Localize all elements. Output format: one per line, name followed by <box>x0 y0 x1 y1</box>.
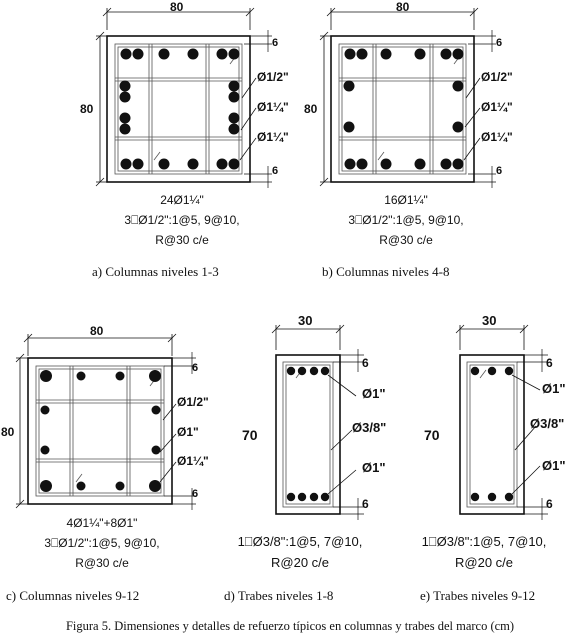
section-a-spec-line-1: 24Ø1¼" <box>160 193 204 207</box>
section-a-dim-top: 80 <box>170 0 184 14</box>
section-a-spec-line-3: R@30 c/e <box>155 233 209 247</box>
section-e-callout-stirrup: Ø3/8" <box>530 416 564 431</box>
section-d-trabes-1-8: 30 70 6 6 Ø1" Ø3/8" Ø1" 1⎕Ø3/8":1@5, 7@1… <box>224 313 386 603</box>
section-a-dim-cover-bottom: 6 <box>272 165 278 177</box>
section-a-callout-stirrup: Ø1/2" <box>257 70 289 84</box>
section-e-dim-cover-top: 6 <box>546 356 553 370</box>
section-d-rebar-group <box>286 366 330 502</box>
section-e-dim-cover-bottom: 6 <box>546 497 553 511</box>
section-c-rebar-group <box>40 370 161 492</box>
section-e-spec-line-2: R@20 c/e <box>455 555 513 570</box>
section-b-caption: b) Columnas niveles 4-8 <box>322 264 449 279</box>
section-b-dim-top: 80 <box>396 0 410 14</box>
section-b-callout-side-bar: Ø1¼" <box>481 100 513 114</box>
section-b-rebar-group <box>343 48 464 170</box>
section-b-dim-cover-bottom: 6 <box>496 165 502 177</box>
section-e-dim-top: 30 <box>482 313 496 328</box>
section-c-callout-corner-bar: Ø1¼" <box>177 454 209 468</box>
section-b-spec-line-2: 3⎕Ø1/2":1@5, 9@10, <box>348 213 463 227</box>
section-c-callout-side-bar: Ø1" <box>177 425 199 439</box>
section-e-spec-line-1: 1⎕Ø3/8":1@5, 7@10, <box>422 534 547 549</box>
section-b-callout-corner-bar: Ø1¼" <box>481 130 513 144</box>
section-a-rebar-group <box>119 48 240 170</box>
section-e-callout-top-bar: Ø1" <box>542 381 566 396</box>
section-c-dim-cover-bottom: 6 <box>192 488 198 500</box>
section-b-columnas-4-8: 80 80 6 <box>304 0 513 279</box>
section-d-spec-line-2: R@20 c/e <box>271 555 329 570</box>
section-d-callout-stirrup: Ø3/8" <box>352 420 386 435</box>
section-a-callout-side-bar: Ø1¼" <box>257 100 289 114</box>
section-c-columnas-9-12: 80 80 6 6 <box>1 324 209 603</box>
section-a-callout-corner-bar: Ø1¼" <box>257 130 289 144</box>
section-b-callout-stirrup: Ø1/2" <box>481 70 513 84</box>
section-e-caption: e) Trabes niveles 9-12 <box>420 588 535 603</box>
section-c-spec-line-1: 4Ø1¼"+8Ø1" <box>67 516 138 530</box>
section-e-rebar-group <box>470 366 514 502</box>
section-d-callout-top-bar: Ø1" <box>362 386 386 401</box>
section-d-spec-line-1: 1⎕Ø3/8":1@5, 7@10, <box>238 534 363 549</box>
section-e-trabes-9-12: 30 70 6 6 Ø1" Ø3/8" Ø1" 1⎕Ø3/8":1@5, 7@1… <box>420 313 566 603</box>
section-e-dim-left: 70 <box>424 427 440 443</box>
section-a-dim-cover-top: 6 <box>272 37 278 49</box>
section-b-spec-line-3: R@30 c/e <box>379 233 433 247</box>
section-e-callout-bottom-bar: Ø1" <box>542 458 566 473</box>
section-a-spec-line-2: 3⎕Ø1/2":1@5, 9@10, <box>124 213 239 227</box>
section-d-dim-top: 30 <box>298 313 312 328</box>
section-c-spec-line-3: R@30 c/e <box>75 556 129 570</box>
section-a-dim-left: 80 <box>80 102 94 116</box>
section-b-dim-cover-top: 6 <box>496 37 502 49</box>
section-b-spec-line-1: 16Ø1¼" <box>384 193 428 207</box>
section-c-spec-line-2: 3⎕Ø1/2":1@5, 9@10, <box>44 536 159 550</box>
figure-caption: Figura 5. Dimensiones y detalles de refu… <box>66 619 514 633</box>
section-c-dim-left: 80 <box>1 425 15 439</box>
section-a-columnas-1-3: 80 80 <box>80 0 289 279</box>
section-d-dim-cover-top: 6 <box>362 356 369 370</box>
section-c-caption: c) Columnas niveles 9-12 <box>6 588 139 603</box>
section-d-callout-bottom-bar: Ø1" <box>362 460 386 475</box>
section-b-dim-left: 80 <box>304 102 318 116</box>
section-c-dim-top: 80 <box>90 324 104 338</box>
section-c-dim-cover-top: 6 <box>192 362 198 374</box>
section-c-callout-stirrup: Ø1/2" <box>177 395 209 409</box>
section-a-caption: a) Columnas niveles 1-3 <box>92 264 219 279</box>
section-d-dim-left: 70 <box>242 427 258 443</box>
section-d-dim-cover-bottom: 6 <box>362 497 369 511</box>
section-d-caption: d) Trabes niveles 1-8 <box>224 588 333 603</box>
